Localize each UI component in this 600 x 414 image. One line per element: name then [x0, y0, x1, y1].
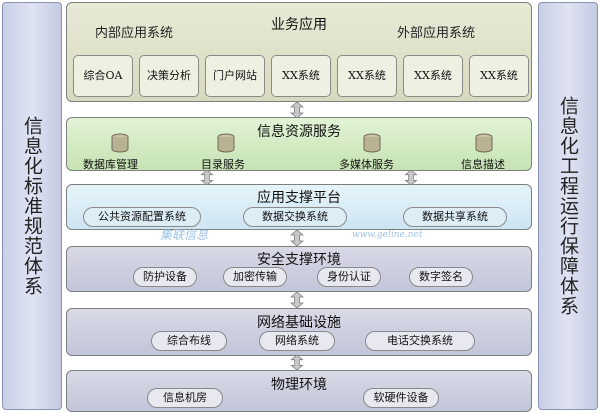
physical-layer: 物理环境 信息机房 软硬件设备 [66, 370, 532, 412]
double-arrow-icon [290, 102, 304, 118]
internal-systems-label: 内部应用系统 [95, 26, 174, 41]
app-support-title: 应用支撑平台 [257, 190, 341, 206]
double-arrow-icon [290, 230, 304, 246]
business-layer: 业务应用 内部应用系统 外部应用系统 综合OA 决策分析 门户网站 XX系统 X… [66, 2, 532, 102]
business-title: 业务应用 [271, 17, 327, 33]
security-item-encryption: 加密传输 [223, 267, 287, 287]
watermark-url: www.geline.net [352, 230, 423, 240]
external-systems-label: 外部应用系统 [397, 26, 476, 41]
app-xx-2: XX系统 [337, 55, 397, 97]
double-arrow-icon [404, 170, 418, 185]
standards-system-panel: 信息化标准规范体系 [2, 2, 62, 410]
security-item-authentication: 身份认证 [317, 267, 381, 287]
security-item-protection: 防护设备 [133, 267, 197, 287]
app-xx-3: XX系统 [403, 55, 463, 97]
network-title: 网络基础设施 [257, 315, 341, 331]
support-item-data-exchange: 数据交换系统 [243, 207, 347, 227]
network-layer: 网络基础设施 综合布线 网络系统 电话交换系统 [66, 308, 532, 356]
standards-system-label: 信息化标准规范体系 [21, 116, 43, 296]
network-item-cabling: 综合布线 [151, 331, 227, 351]
app-xx-4: XX系统 [469, 55, 529, 97]
app-support-layer: 应用支撑平台 公共资源配置系统 数据交换系统 数据共享系统 [66, 184, 532, 230]
app-portal: 门户网站 [205, 55, 265, 97]
info-service-layer: 信息资源服务 数据库管理 目录服务 多媒体服务 信息描述 [66, 117, 532, 171]
physical-title: 物理环境 [271, 377, 327, 393]
info-item-directory: 目录服务 [201, 158, 245, 171]
physical-item-hardware-software: 软硬件设备 [363, 388, 439, 408]
info-item-multimedia: 多媒体服务 [339, 158, 394, 171]
operation-guarantee-label: 信息化工程运行保障体系 [557, 96, 579, 316]
info-service-title: 信息资源服务 [257, 124, 341, 140]
double-arrow-icon [290, 292, 304, 308]
watermark-brand: 集联信息 [160, 228, 209, 242]
security-item-digital-signature: 数字签名 [409, 267, 473, 287]
operation-guarantee-panel: 信息化工程运行保障体系 [538, 2, 598, 410]
network-item-telephone: 电话交换系统 [365, 331, 475, 351]
support-item-data-sharing: 数据共享系统 [403, 207, 507, 227]
info-item-description: 信息描述 [461, 158, 505, 171]
info-item-db-management: 数据库管理 [83, 158, 138, 171]
app-oa: 综合OA [73, 55, 133, 97]
support-item-public-resource: 公共资源配置系统 [83, 207, 201, 227]
database-icon [111, 133, 129, 153]
app-xx-1: XX系统 [271, 55, 331, 97]
database-icon [363, 133, 381, 153]
app-decision-analysis: 决策分析 [139, 55, 199, 97]
security-title: 安全支撑环境 [257, 252, 341, 268]
security-layer: 安全支撑环境 防护设备 加密传输 身份认证 数字签名 [66, 246, 532, 292]
network-item-network-system: 网络系统 [259, 331, 335, 351]
double-arrow-icon [290, 355, 304, 370]
database-icon [217, 133, 235, 153]
double-arrow-icon [200, 170, 214, 185]
database-icon [475, 133, 493, 153]
physical-item-machine-room: 信息机房 [147, 388, 223, 408]
